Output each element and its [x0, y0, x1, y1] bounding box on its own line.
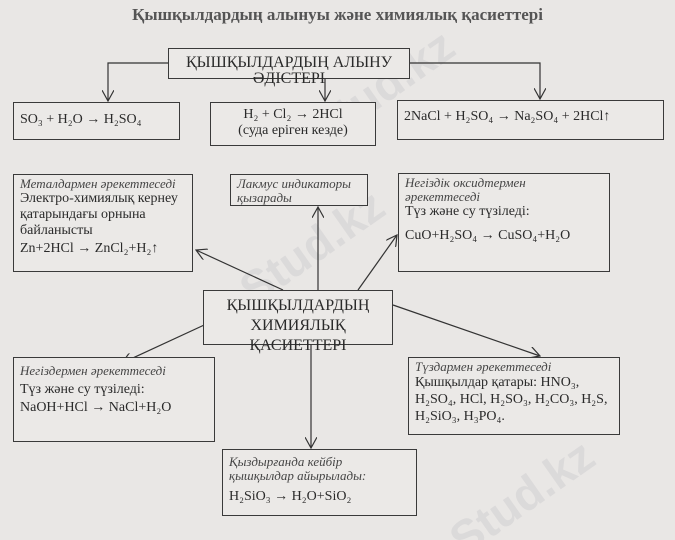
arrow-salts	[392, 304, 540, 356]
arrow-oxides	[357, 235, 397, 291]
heating-box: Қыздырғанда кейбір қышқылдар айырылады: …	[222, 449, 417, 516]
arrow-metals	[196, 250, 284, 291]
oxides-text: Түз және су түзіледі:	[405, 204, 530, 219]
bases-box: Негіздермен әрекеттеседі Түз және су түз…	[13, 357, 215, 442]
method-box-3: 2NaCl + H₂SO₄ → Na₂SO₄ + 2HCl↑	[397, 100, 664, 140]
properties-header-line1: ҚЫШҚЫЛДАРДЫҢ ХИМИЯЛЫҚ	[226, 297, 370, 334]
litmus-box: Лакмус индикаторы қызарады	[230, 174, 368, 206]
properties-header-line2: ҚАСИЕТТЕРІ	[249, 337, 347, 354]
properties-header: ҚЫШҚЫЛДАРДЫҢ ХИМИЯЛЫҚ ҚАСИЕТТЕРІ	[203, 290, 393, 354]
method-formula: 2NaCl + H₂SO₄ → Na₂SO₄ + 2HCl↑	[404, 109, 611, 124]
method-formula: H₂ + Cl₂ → 2HCl	[243, 107, 343, 122]
oxides-formula: CuO+H₂SO₄ → CuSO₄+H₂O	[405, 228, 571, 243]
methods-header: ҚЫШҚЫЛДАРДЫҢ АЛЫНУ ӘДІСТЕРІ	[168, 48, 410, 87]
salts-box: Түздармен әрекеттеседі Қышқылдар қатары:…	[408, 357, 620, 435]
metals-title: Металдармен әрекеттеседі	[20, 176, 176, 191]
bases-formula: NaOH+HCl → NaCl+H₂O	[20, 400, 172, 415]
oxides-title: Негіздік оксидтермен әрекеттеседі	[405, 175, 526, 204]
oxides-box: Негіздік оксидтермен әрекеттеседі Түз жә…	[398, 173, 610, 272]
arrow-bases	[122, 319, 216, 363]
metals-formula: Zn+2HCl → ZnCl₂+H₂↑	[20, 241, 159, 256]
page-title: Қышқылдардың алынуы және химиялық қасиет…	[132, 5, 543, 24]
metals-text: Электро-химиялық кернеу қатарындағы орны…	[20, 191, 178, 238]
litmus-title: Лакмус индикаторы қызарады	[237, 176, 351, 205]
heating-title: Қыздырғанда кейбір қышқылдар айырылады:	[229, 454, 367, 483]
bases-text: Түз және су түзіледі:	[20, 382, 145, 397]
method-box-1: SO₃ + H₂O → H₂SO₄	[13, 102, 180, 140]
method-note: (суда еріген кезде)	[238, 123, 348, 138]
method-box-2: H₂ + Cl₂ → 2HCl (суда еріген кезде)	[210, 102, 376, 146]
method-formula: SO₃ + H₂O → H₂SO₄	[20, 112, 142, 127]
arrow-method-1	[108, 62, 168, 101]
heating-formula: H₂SiO₃ → H₂O+SiO₂	[229, 489, 352, 504]
bases-title: Негіздермен әрекеттеседі	[20, 363, 166, 378]
salts-title: Түздармен әрекеттеседі	[415, 359, 552, 374]
salts-text: Қышқылдар қатары: HNO₃, H₂SO₄, HCl, H₂SO…	[415, 375, 608, 424]
arrow-method-3	[410, 62, 540, 99]
metals-box: Металдармен әрекеттеседі Электро-химиялы…	[13, 174, 193, 272]
